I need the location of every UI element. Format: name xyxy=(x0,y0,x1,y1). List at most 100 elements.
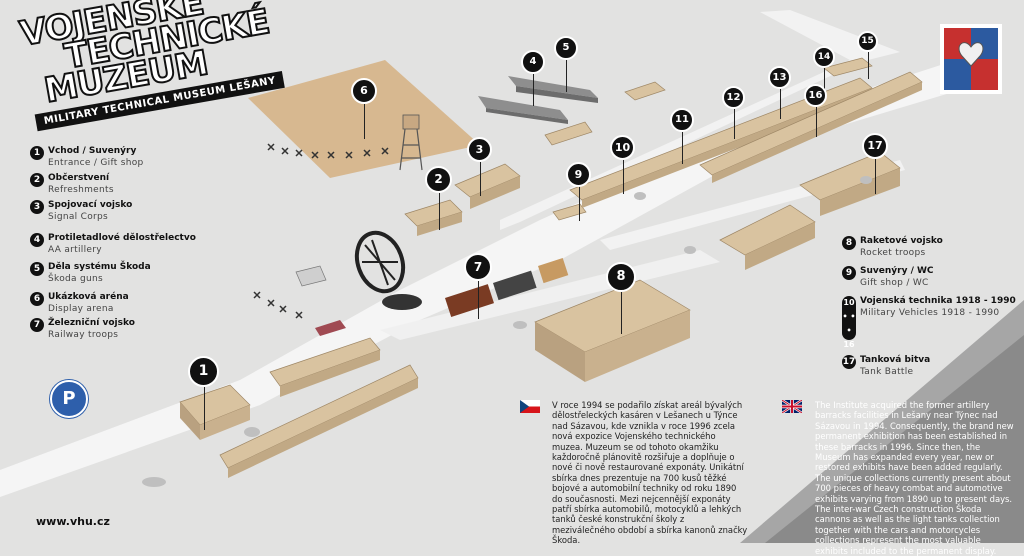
dark-band-edge xyxy=(740,300,1024,543)
main-road xyxy=(0,62,980,497)
legend-number: 9 xyxy=(842,266,856,280)
map-pin-11[interactable]: 11 xyxy=(670,108,694,164)
czech-flag-icon xyxy=(520,400,540,413)
map-pin-label: 2 xyxy=(434,172,443,186)
map-pin-label: 10 xyxy=(614,141,631,154)
map-pin-4[interactable]: 4 xyxy=(521,50,545,106)
legend-cz: Raketové vojsko xyxy=(860,236,943,246)
legend-cz: Tanková bitva xyxy=(860,355,931,365)
buildings xyxy=(179,57,923,478)
map-pin-stem xyxy=(438,193,440,230)
map-pin-label: 8 xyxy=(616,269,626,284)
legend-cz: Protiletadlové dělostřelectvo xyxy=(48,233,196,243)
legend-en: Entrance / Gift shop xyxy=(48,158,144,168)
description-en: The Institute acquired the former artill… xyxy=(815,400,1014,556)
map-pin-14[interactable]: 14 xyxy=(813,46,835,97)
legend-cz: Spojovací vojsko xyxy=(48,200,133,210)
map-pin-16[interactable]: 16 xyxy=(804,84,827,137)
map-pin-stem xyxy=(566,60,567,92)
legend-en: Signal Corps xyxy=(48,212,108,222)
map-pin-12[interactable]: 12 xyxy=(722,86,745,139)
map-pin-17[interactable]: 17 xyxy=(862,133,888,194)
legend-number: 2 xyxy=(30,173,44,187)
map-pin-label: 12 xyxy=(726,92,741,103)
legend-number: 1 xyxy=(30,146,44,160)
tank xyxy=(315,320,346,336)
map-pin-label: 1 xyxy=(198,363,209,379)
map-pin-stem xyxy=(779,89,781,119)
uk-flag-icon xyxy=(782,400,802,413)
map-pin-stem xyxy=(203,387,205,430)
legend-cz: Železniční vojsko xyxy=(48,318,135,328)
map-pin-stem xyxy=(621,292,622,334)
map-pin-10[interactable]: 10 xyxy=(610,135,635,194)
map-pin-15[interactable]: 15 xyxy=(857,31,878,79)
map-pin-label: 9 xyxy=(574,168,583,181)
watchtower xyxy=(399,114,423,171)
map-pin-5[interactable]: 5 xyxy=(554,36,578,92)
museum-emblem xyxy=(940,24,1002,94)
map-pin-label: 5 xyxy=(562,42,570,53)
legend-number: 6 xyxy=(30,292,44,306)
map-pin-7[interactable]: 7 xyxy=(464,253,492,319)
parking-sign: P xyxy=(50,380,88,418)
map-pin-label: 6 xyxy=(360,84,368,97)
legend-en: Refreshments xyxy=(48,185,114,195)
legend-en: Gift shop / WC xyxy=(860,278,929,288)
map-pin-2[interactable]: 2 xyxy=(425,166,452,230)
map-pin-stem xyxy=(364,104,365,139)
radar-dish xyxy=(354,230,422,310)
legend-cz: Suvenýry / WC xyxy=(860,266,934,276)
map-pin-1[interactable]: 1 xyxy=(188,356,219,430)
map-pin-stem xyxy=(622,160,624,194)
legend-number: 10 • • • 16 xyxy=(842,296,856,349)
map-pin-label: 15 xyxy=(861,36,874,46)
parking-label: P xyxy=(62,388,76,409)
map-pin-13[interactable]: 13 xyxy=(768,66,791,119)
map-pin-stem xyxy=(815,107,817,137)
map-pin-stem xyxy=(733,109,735,139)
map-pin-stem xyxy=(682,132,683,164)
legend-number: 3 xyxy=(30,200,44,214)
map-pin-label: 16 xyxy=(808,90,823,101)
map-pin-stem xyxy=(875,159,876,194)
legend-number: 17 xyxy=(842,355,856,369)
legend-number: 5 xyxy=(30,262,44,276)
legend-en: Display arena xyxy=(48,304,114,314)
legend-number: 7 xyxy=(30,318,44,332)
map-pin-stem xyxy=(867,52,869,79)
map-pin-8[interactable]: 8 xyxy=(606,262,636,334)
map-pin-stem xyxy=(479,162,481,196)
map-pin-label: 3 xyxy=(475,143,484,156)
map-pin-stem xyxy=(478,281,479,319)
legend-en: Tank Battle xyxy=(860,367,914,377)
map-pin-stem xyxy=(824,68,825,97)
website-link[interactable]: www.vhu.cz xyxy=(36,515,110,528)
legend-cz: Občerstvení xyxy=(48,173,110,183)
map-pin-label: 11 xyxy=(675,114,689,125)
side-road xyxy=(500,10,900,230)
legend-en: AA artillery xyxy=(48,245,102,255)
map-pin-3[interactable]: 3 xyxy=(467,137,492,196)
shadows xyxy=(142,176,872,487)
legend-cz: Ukázková aréna xyxy=(48,292,129,302)
legend-en: Škoda guns xyxy=(48,274,104,284)
map-pin-label: 4 xyxy=(529,56,537,67)
map-pin-9[interactable]: 9 xyxy=(566,162,591,221)
railway-train xyxy=(444,257,569,318)
description-cz: V roce 1994 se podařilo získat areál býv… xyxy=(552,400,748,546)
map-pin-label: 13 xyxy=(772,72,787,83)
legend-en: Military Vehicles 1918 - 1990 xyxy=(860,308,1000,318)
map-pin-label: 14 xyxy=(817,52,831,62)
tank-barriers xyxy=(253,143,389,319)
legend-cz: Vchod / Suvenýry xyxy=(48,146,137,156)
legend-en: Rocket troops xyxy=(860,248,926,258)
map-pin-6[interactable]: 6 xyxy=(351,78,377,139)
map-pin-label: 17 xyxy=(867,139,883,152)
legend-en: Railway troops xyxy=(48,330,119,340)
map-pin-stem xyxy=(533,74,534,106)
legend-cz: Děla systému Škoda xyxy=(48,262,151,272)
map-pin-stem xyxy=(578,187,580,221)
legend-cz: Vojenská technika 1918 - 1990 xyxy=(860,296,1016,306)
map-pin-label: 7 xyxy=(473,260,483,274)
